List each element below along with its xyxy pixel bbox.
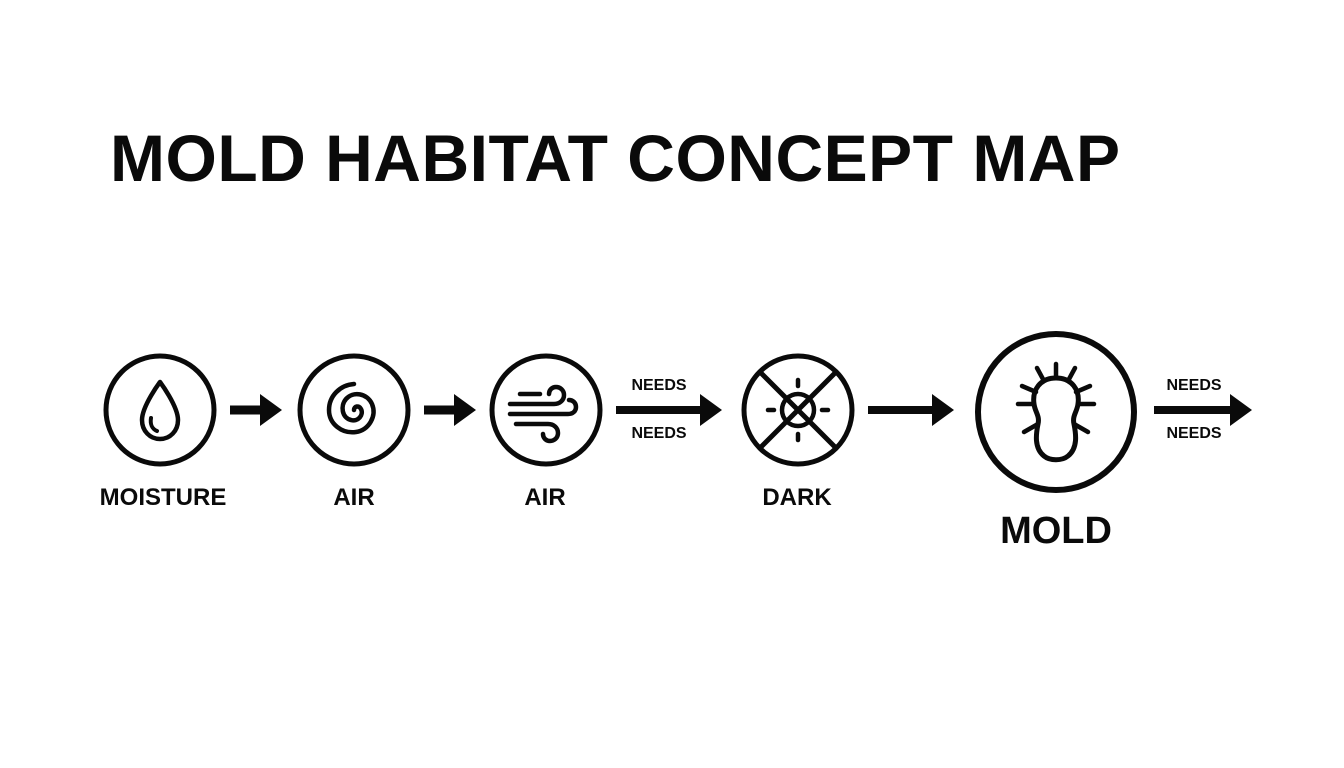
arrow-air-to-dark: [616, 394, 722, 426]
wind-icon: [489, 353, 603, 467]
no-sun-icon: [741, 353, 855, 467]
mold-spore-icon: [975, 331, 1137, 493]
page-title: MOLD HABITAT CONCEPT MAP: [110, 121, 1121, 195]
edge-label-bottom-1: NEEDS: [631, 425, 687, 442]
swirl-icon: [297, 353, 411, 467]
arrow-moisture-to-air: [230, 394, 282, 426]
node-label-mold: MOLD: [1000, 510, 1112, 552]
arrow-dark-to-mold: [868, 394, 954, 426]
edge-label-top-2: NEEDS: [1166, 377, 1222, 394]
node-dark: [740, 352, 856, 468]
node-label-air-2: AIR: [524, 484, 566, 511]
edge-label-bottom-2: NEEDS: [1166, 425, 1222, 442]
edge-label-top-1: NEEDS: [631, 377, 687, 394]
node-label-air-1: AIR: [333, 484, 375, 511]
water-drop-icon: [103, 353, 217, 467]
node-air-wind: [488, 352, 604, 468]
node-label-dark: DARK: [762, 484, 832, 511]
arrow-mold-out: [1154, 394, 1252, 426]
node-label-moisture: MOISTURE: [99, 484, 227, 511]
arrow-air-to-air: [424, 394, 476, 426]
node-mold: [974, 330, 1138, 494]
node-moisture: [102, 352, 218, 468]
node-air-swirl: [296, 352, 412, 468]
